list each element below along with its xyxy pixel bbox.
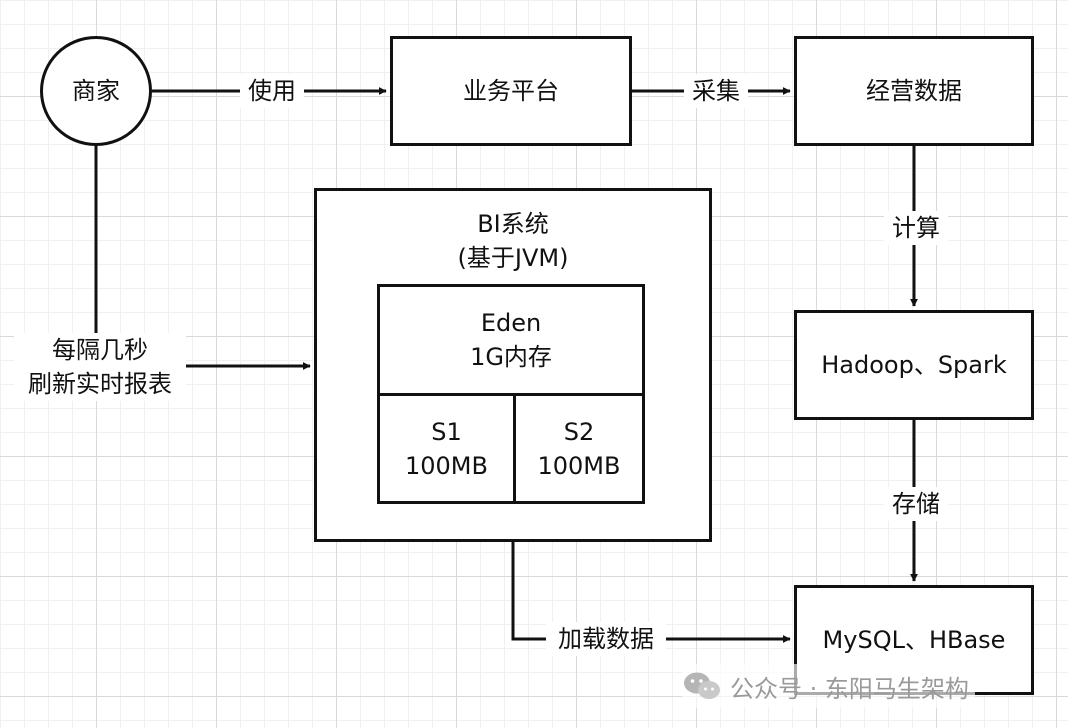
watermark-text: 公众号 · 东阳马生架构 (730, 674, 969, 703)
eden-size: 1G内存 (470, 343, 552, 371)
edge-compute-text: 计算 (892, 214, 940, 242)
s2-size: 100MB (537, 451, 621, 480)
watermark: 公众号 · 东阳马生架构 (682, 664, 975, 708)
edge-use-label: 使用 (240, 74, 304, 108)
node-hadoop-spark: Hadoop、Spark (794, 310, 1034, 420)
edge-collect-label: 采集 (684, 74, 748, 108)
node-mysql-hbase-label: MySQL、HBase (822, 626, 1006, 654)
edge-refresh-label: 每隔几秒 刷新实时报表 (14, 333, 186, 401)
edge-load-data-text: 加载数据 (558, 625, 654, 653)
node-eden: Eden 1G内存 (377, 284, 645, 396)
s1-size: 100MB (405, 451, 488, 480)
node-hadoop-spark-label: Hadoop、Spark (821, 351, 1007, 379)
edge-compute-label: 计算 (884, 211, 948, 245)
s1-title: S1 (431, 417, 462, 446)
edge-store-label: 存储 (884, 487, 948, 521)
eden-title: Eden (480, 309, 542, 337)
bi-system-subtitle: (基于JVM) (457, 244, 569, 272)
node-business-platform: 业务平台 (390, 36, 632, 146)
node-operating-data-label: 经营数据 (866, 77, 962, 105)
node-s2: S2 100MB (513, 393, 645, 504)
node-s1: S1 100MB (377, 393, 516, 504)
node-business-platform-label: 业务平台 (463, 77, 559, 105)
edge-load-data (511, 541, 791, 643)
edge-refresh-line1: 每隔几秒 (52, 336, 148, 364)
wechat-icon (682, 670, 722, 702)
edge-use-text: 使用 (248, 77, 296, 105)
edge-load-data-label: 加载数据 (546, 622, 666, 656)
node-merchant: 商家 (40, 36, 152, 146)
node-operating-data: 经营数据 (794, 36, 1034, 146)
bi-system-title: BI系统 (477, 210, 549, 238)
edge-store-text: 存储 (892, 490, 940, 518)
s2-title: S2 (563, 417, 595, 446)
edge-refresh-line2: 刷新实时报表 (28, 370, 172, 398)
edge-collect-text: 采集 (692, 77, 740, 105)
node-merchant-label: 商家 (72, 77, 120, 105)
